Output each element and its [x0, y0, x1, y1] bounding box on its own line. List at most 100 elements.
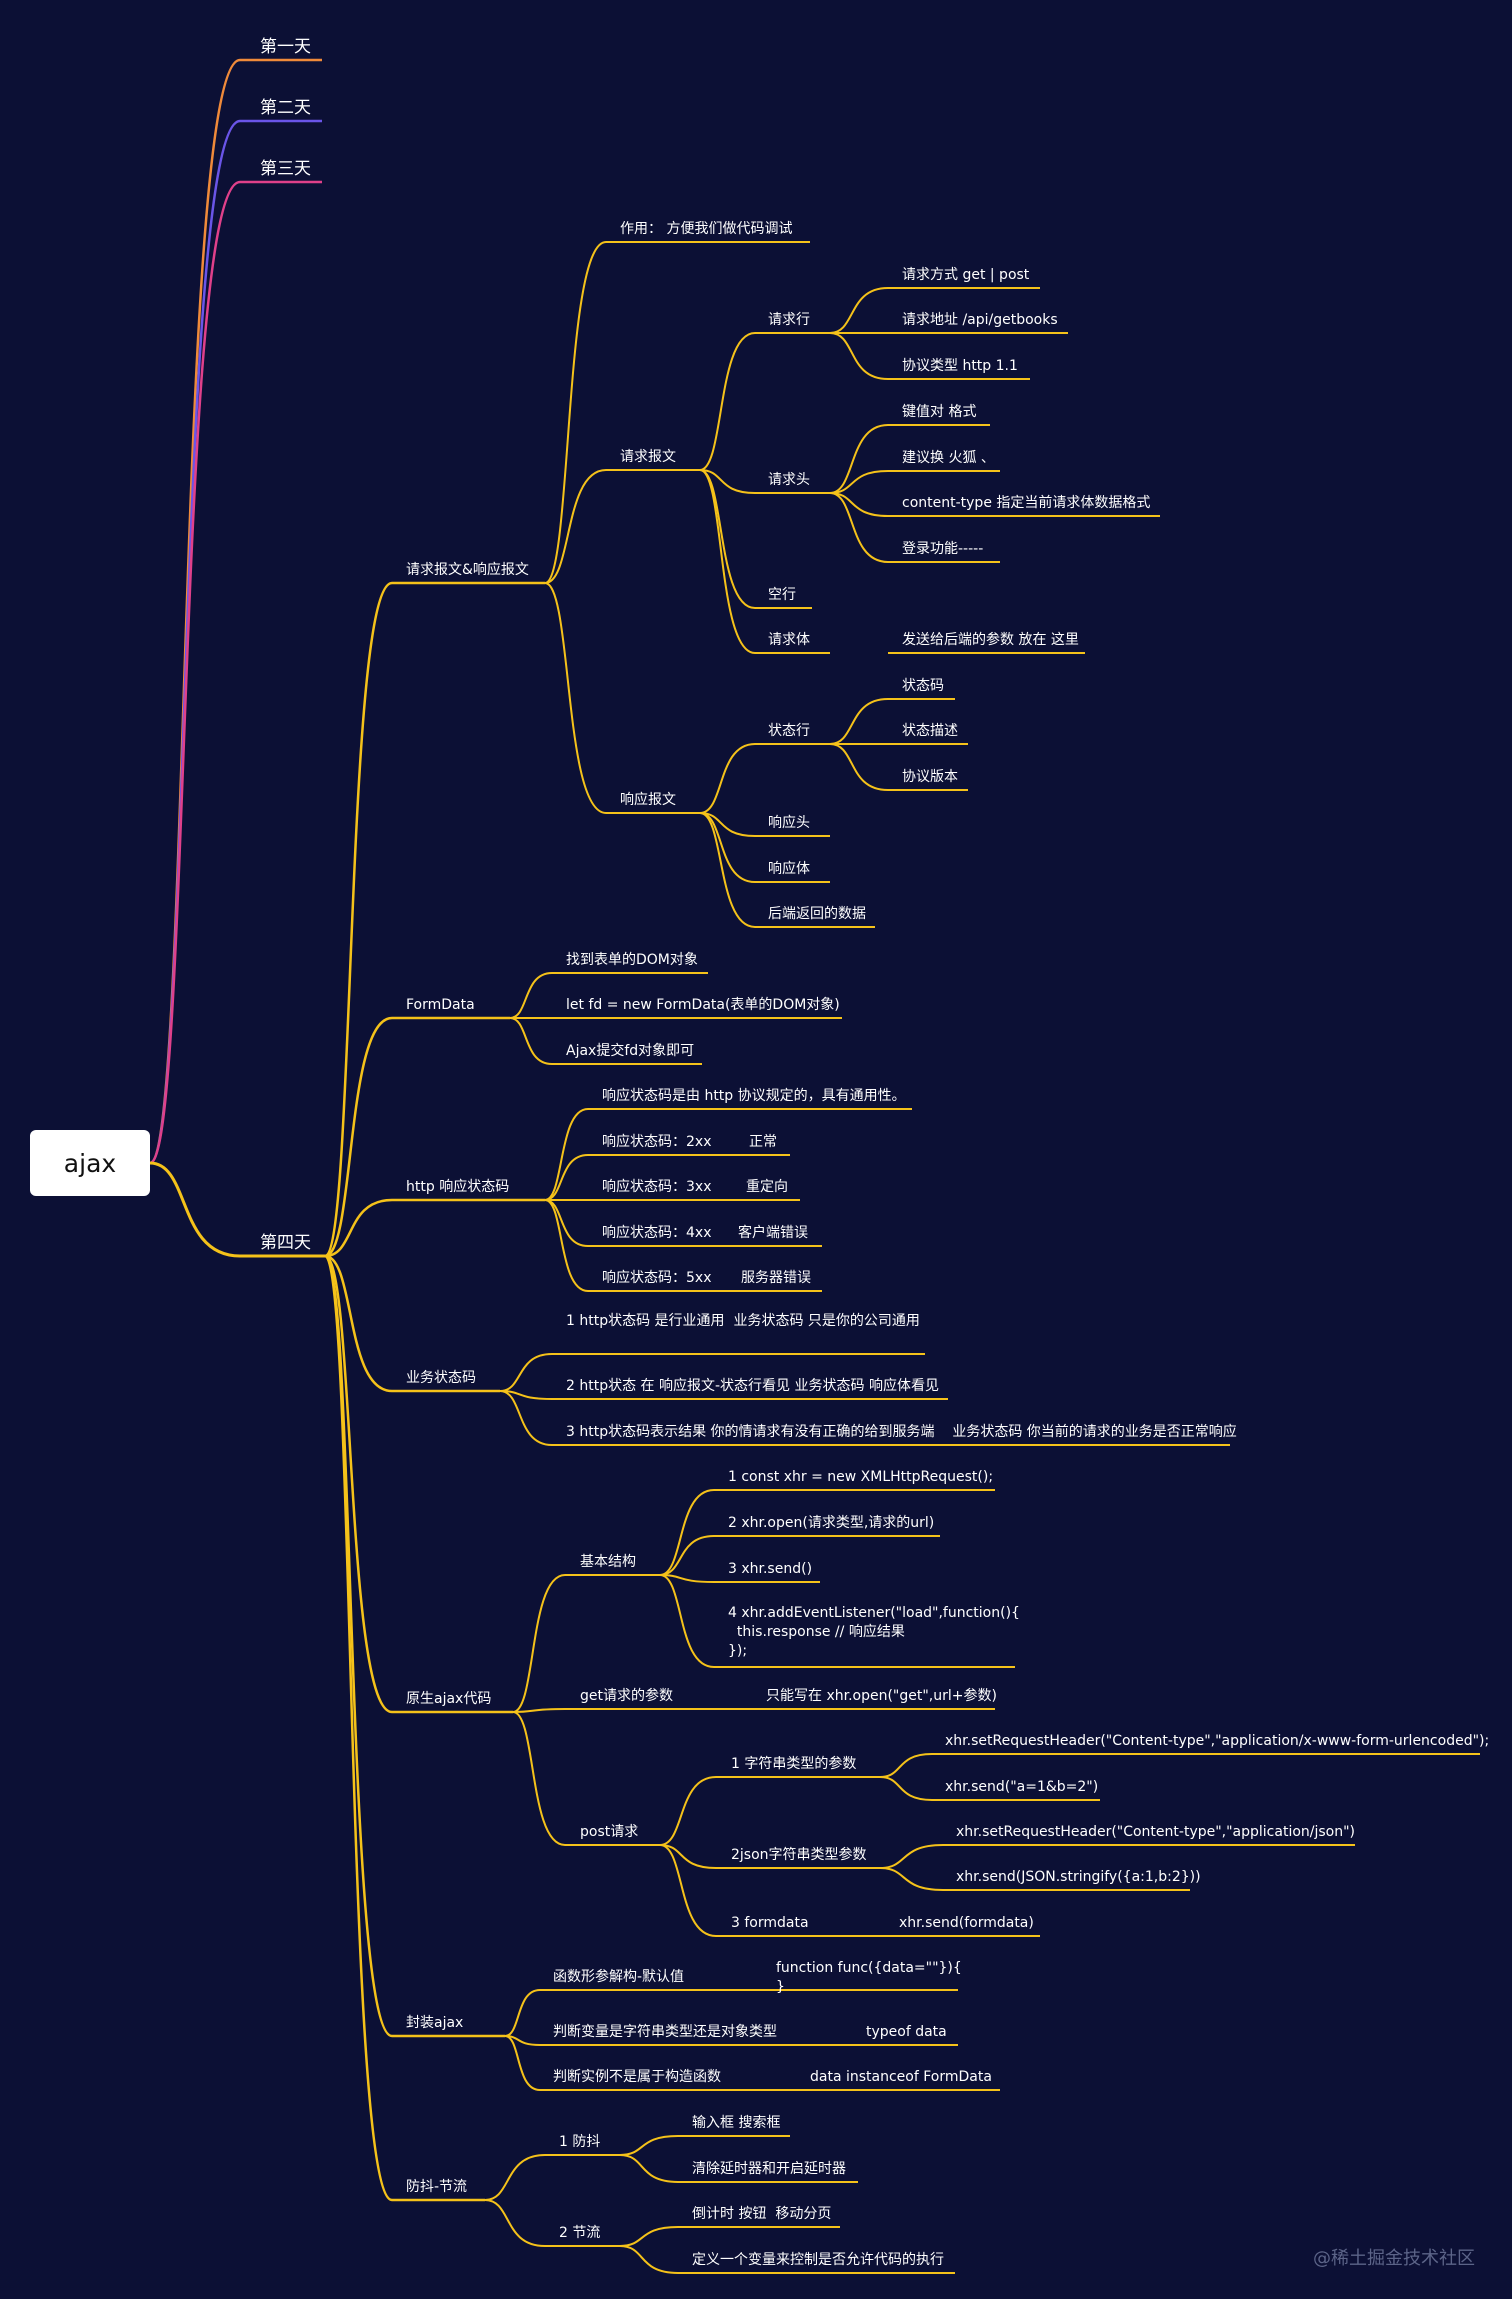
- node-method[interactable]: 请求方式 get | post: [902, 267, 1030, 283]
- c: [879, 1776, 933, 1801]
- node-w1v[interactable]: function func({data=""}){ }: [776, 1960, 962, 1995]
- node-p1a[interactable]: xhr.setRequestHeader("Content-type","app…: [945, 1733, 1490, 1749]
- node-hs2[interactable]: 响应状态码：2xx: [602, 1134, 712, 1150]
- node-hs4v[interactable]: 客户端错误: [738, 1225, 808, 1241]
- node-p1b[interactable]: xhr.send("a=1&b=2"): [945, 1779, 1099, 1795]
- node-w3[interactable]: 判断实例不是属于构造函数: [553, 2069, 721, 2085]
- c: [699, 469, 756, 609]
- node-http-status[interactable]: http 响应状态码: [406, 1179, 510, 1195]
- node-t1[interactable]: 倒计时 按钮 移动分页: [692, 2206, 832, 2222]
- node-p3[interactable]: 3 formdata: [731, 1915, 809, 1931]
- node-hs2v[interactable]: 正常: [749, 1134, 777, 1150]
- c: [879, 1753, 933, 1778]
- node-url[interactable]: 请求地址 /api/getbooks: [902, 312, 1058, 328]
- c: [659, 1776, 717, 1846]
- node-day4[interactable]: 第四天: [260, 1233, 311, 1253]
- node-b1[interactable]: 1 const xhr = new XMLHttpRequest();: [728, 1469, 994, 1485]
- node-req-resp[interactable]: 请求报文&响应报文: [406, 562, 529, 578]
- c: [829, 332, 889, 380]
- node-p2b[interactable]: xhr.send(JSON.stringify({a:1,b:2})): [956, 1869, 1201, 1885]
- c: [544, 241, 607, 584]
- node-day3[interactable]: 第三天: [260, 159, 311, 179]
- node-blank-line[interactable]: 空行: [768, 587, 796, 603]
- node-fd3[interactable]: Ajax提交fd对象即可: [566, 1043, 695, 1059]
- node-p2[interactable]: 2json字符串类型参数: [731, 1847, 867, 1863]
- node-p2a[interactable]: xhr.setRequestHeader("Content-type","app…: [956, 1824, 1356, 1840]
- node-hs3[interactable]: 响应状态码：3xx: [602, 1179, 712, 1195]
- node-get-params[interactable]: get请求的参数: [580, 1688, 673, 1704]
- node-hs4[interactable]: 响应状态码：4xx: [602, 1225, 712, 1241]
- node-response-msg[interactable]: 响应报文: [620, 792, 676, 808]
- node-t2[interactable]: 定义一个变量来控制是否允许代码的执行: [692, 2252, 944, 2268]
- c: [509, 1017, 553, 1065]
- node-d1[interactable]: 输入框 搜索框: [692, 2115, 781, 2131]
- node-p3a[interactable]: xhr.send(formdata): [899, 1915, 1034, 1931]
- node-w2v[interactable]: typeof data: [866, 2024, 947, 2040]
- node-fd1[interactable]: 找到表单的DOM对象: [566, 952, 698, 968]
- node-d2[interactable]: 清除延时器和开启延时器: [692, 2161, 846, 2177]
- c: [699, 469, 756, 494]
- node-b4[interactable]: 4 xhr.addEventListener("load",function()…: [728, 1605, 1020, 1659]
- node-b2[interactable]: 2 xhr.open(请求类型,请求的url): [728, 1515, 935, 1531]
- node-request-msg[interactable]: 请求报文: [620, 449, 676, 465]
- c: [499, 1390, 553, 1446]
- node-debounce[interactable]: 1 防抖: [559, 2134, 601, 2150]
- node-kv[interactable]: 键值对 格式: [902, 404, 977, 420]
- node-protocol[interactable]: 协议类型 http 1.1: [902, 358, 1018, 374]
- node-status-desc[interactable]: 状态描述: [902, 723, 958, 739]
- connector-l2-1: [324, 1016, 393, 1258]
- node-hs3v[interactable]: 重定向: [746, 1179, 788, 1195]
- node-bs1[interactable]: 1 http状态码 是行业通用 业务状态码 只是你的公司通用: [566, 1313, 920, 1329]
- node-bs3[interactable]: 3 http状态码表示结果 你的情请求有没有正确的给到服务端 业务状态码 你当前…: [566, 1424, 1237, 1440]
- connector-l2-0: [323, 581, 393, 1258]
- node-day1[interactable]: 第一天: [260, 37, 311, 57]
- node-hs5v[interactable]: 服务器错误: [741, 1270, 811, 1286]
- c: [544, 469, 607, 584]
- node-bs2[interactable]: 2 http状态 在 响应报文-状态行看见 业务状态码 响应体看见: [566, 1378, 939, 1394]
- node-debounce-throttle[interactable]: 防抖-节流: [406, 2179, 468, 2195]
- node-request-body[interactable]: 请求体: [768, 632, 810, 648]
- node-purpose[interactable]: 作用： 方便我们做代码调试: [620, 221, 793, 237]
- node-basic[interactable]: 基本结构: [580, 1554, 636, 1570]
- c: [699, 812, 756, 928]
- node-post[interactable]: post请求: [580, 1824, 639, 1840]
- node-response-header[interactable]: 响应头: [768, 815, 810, 831]
- node-b3[interactable]: 3 xhr.send(): [728, 1561, 813, 1577]
- node-biz-status[interactable]: 业务状态码: [406, 1370, 476, 1386]
- c: [512, 1574, 566, 1713]
- c: [504, 1989, 541, 2037]
- node-login[interactable]: 登录功能-----: [902, 541, 984, 557]
- node-w3v[interactable]: data instanceof FormData: [810, 2069, 992, 2085]
- connector-l2-2: [324, 1198, 393, 1258]
- connector-day4: [149, 1161, 241, 1258]
- c: [619, 2226, 679, 2247]
- c: [544, 1108, 589, 1201]
- node-suggest[interactable]: 建议换 火狐 、: [902, 450, 995, 466]
- node-hs5[interactable]: 响应状态码：5xx: [602, 1270, 712, 1286]
- node-request-body-desc[interactable]: 发送给后端的参数 放在 这里: [902, 632, 1079, 648]
- node-throttle[interactable]: 2 节流: [559, 2225, 601, 2241]
- node-protocol-version[interactable]: 协议版本: [902, 769, 958, 785]
- node-p1[interactable]: 1 字符串类型的参数: [731, 1756, 857, 1772]
- node-wrap[interactable]: 封装ajax: [406, 2015, 464, 2031]
- node-hs1[interactable]: 响应状态码是由 http 协议规定的，具有通用性。: [602, 1088, 906, 1104]
- node-native-ajax[interactable]: 原生ajax代码: [406, 1691, 492, 1707]
- node-request-line[interactable]: 请求行: [768, 312, 810, 328]
- node-content-type[interactable]: content-type 指定当前请求体数据格式: [902, 495, 1151, 511]
- node-status-code[interactable]: 状态码: [902, 678, 944, 694]
- node-formdata[interactable]: FormData: [406, 997, 475, 1013]
- node-get-desc[interactable]: 只能写在 xhr.open("get",url+参数): [766, 1688, 997, 1704]
- node-w2[interactable]: 判断变量是字符串类型还是对象类型: [553, 2024, 777, 2040]
- node-backend-data[interactable]: 后端返回的数据: [768, 906, 866, 922]
- node-fd2[interactable]: let fd = new FormData(表单的DOM对象): [566, 997, 840, 1013]
- connector-l2-3: [324, 1254, 393, 1393]
- c: [829, 470, 889, 494]
- node-response-body[interactable]: 响应体: [768, 861, 810, 877]
- node-w1[interactable]: 函数形参解构-默认值: [553, 1969, 685, 1985]
- root-node[interactable]: ajax: [30, 1130, 150, 1196]
- node-request-header[interactable]: 请求头: [768, 472, 810, 488]
- c: [499, 1390, 553, 1400]
- c: [509, 972, 553, 1019]
- node-day2[interactable]: 第二天: [260, 98, 311, 118]
- node-status-line[interactable]: 状态行: [768, 723, 810, 739]
